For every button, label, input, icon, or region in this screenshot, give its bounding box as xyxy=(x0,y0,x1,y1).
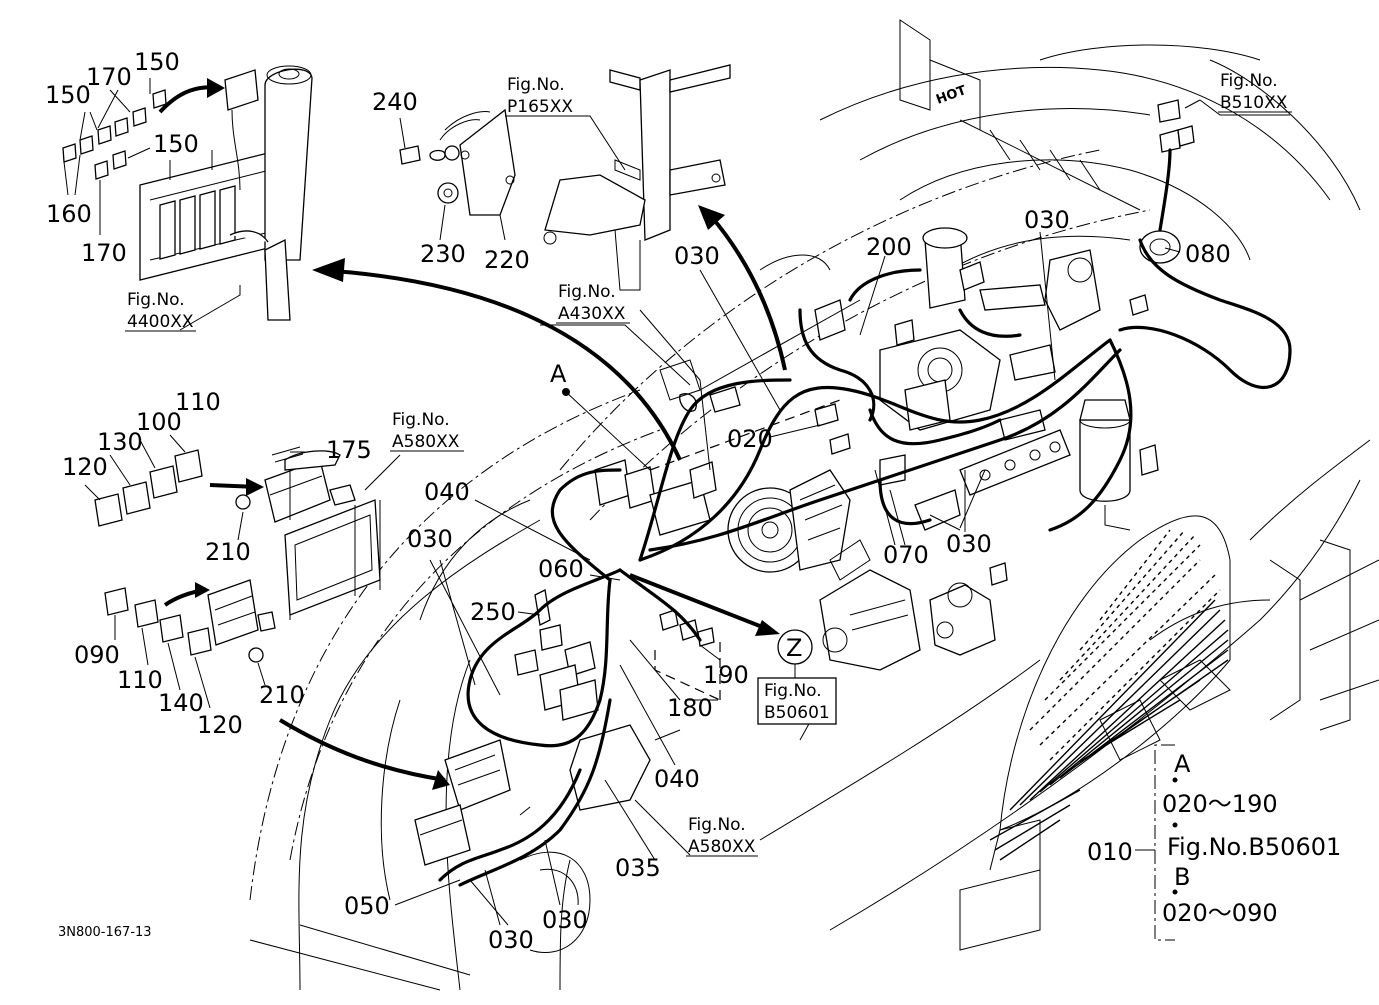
callout-170: 170 xyxy=(86,63,132,91)
callout-250: 250 xyxy=(470,598,516,626)
radiator-grille xyxy=(989,515,1231,861)
callout-160: 160 xyxy=(46,200,92,228)
callout-110: 110 xyxy=(117,666,163,694)
callout-180: 180 xyxy=(667,694,713,722)
legend-group-a-title: A xyxy=(1174,750,1191,778)
bracket-detail xyxy=(399,64,731,291)
fig-ref-p165-label: Fig.No. xyxy=(507,75,565,95)
marker-z: Z xyxy=(786,634,802,662)
callout-120: 120 xyxy=(197,711,243,739)
callout-030: 030 xyxy=(1024,206,1070,234)
hot-warning-tag: HOT xyxy=(934,83,968,108)
callout-210: 210 xyxy=(259,681,305,709)
relay-block-lower xyxy=(444,739,511,811)
callout-100: 100 xyxy=(136,408,182,436)
callout-150: 150 xyxy=(134,48,180,76)
legend-group-a-range: 020～190 xyxy=(1162,790,1278,818)
legend-bracket xyxy=(1135,744,1178,941)
callout-175: 175 xyxy=(326,436,372,464)
callout-030: 030 xyxy=(946,530,992,558)
callout-035: 035 xyxy=(615,854,661,882)
callout-150: 150 xyxy=(153,130,199,158)
legend-bracket-label: 010 xyxy=(1087,838,1133,866)
fig-ref-a580-bottom-label: Fig.No. xyxy=(688,815,746,835)
injection-pump xyxy=(819,569,921,671)
fig-ref-b50601-number: B50601 xyxy=(764,703,830,723)
callout-240: 240 xyxy=(372,88,418,116)
callout-080: 080 xyxy=(1185,240,1231,268)
fig-ref-4400-number: 4400XX xyxy=(127,312,194,332)
callout-020: 020 xyxy=(727,425,773,453)
callout-040: 040 xyxy=(424,478,470,506)
chassis-outlines xyxy=(249,19,1379,991)
fig-ref-b510-label: Fig.No. xyxy=(1220,71,1278,91)
marker-z-circle xyxy=(777,629,813,665)
callout-150: 150 xyxy=(45,81,91,109)
fig-ref-b510-number: B510XX xyxy=(1220,93,1288,113)
callout-210: 210 xyxy=(205,538,251,566)
common-rail xyxy=(959,429,1071,496)
callout-040: 040 xyxy=(654,765,700,793)
leader-lines xyxy=(63,78,1290,926)
document-code: 3N800-167-13 xyxy=(58,925,152,940)
fig-ref-p165: Fig.No. P165XX xyxy=(505,75,580,117)
callout-030: 030 xyxy=(674,242,720,270)
legend: 010 A 020～190 Fig.No.B50601 B 020～090 xyxy=(1087,750,1341,927)
callout-030: 030 xyxy=(542,906,588,934)
fig-ref-p165-number: P165XX xyxy=(507,97,573,117)
fuel-filter xyxy=(1079,419,1131,502)
fig-ref-a580-top: Fig.No. A580XX xyxy=(390,410,464,452)
fig-ref-a430-number: A430XX xyxy=(558,304,626,324)
callout-200: 200 xyxy=(866,233,912,261)
callout-130: 130 xyxy=(97,428,143,456)
fig-ref-a580-bottom: Fig.No. A580XX xyxy=(686,815,758,857)
fuse-box-detail xyxy=(62,65,313,321)
callout-numbers: 150 170 150 150 160 170 240 230 220 030 … xyxy=(45,48,1231,954)
legend-group-b-title: B xyxy=(1174,863,1190,891)
callout-060: 060 xyxy=(538,555,584,583)
fig-ref-a580-top-number: A580XX xyxy=(392,432,460,452)
engine-assembly xyxy=(414,99,1292,887)
relay-cluster-detail xyxy=(94,446,381,663)
callout-190: 190 xyxy=(703,661,749,689)
fig-ref-a580-bottom-number: A580XX xyxy=(688,837,756,857)
fig-ref-4400-label: Fig.No. xyxy=(127,290,185,310)
legend-group-b-range: 020～090 xyxy=(1162,899,1278,927)
legend-group-a-fig: Fig.No.B50601 xyxy=(1167,833,1341,861)
callout-170: 170 xyxy=(81,239,127,267)
fig-ref-a430-label: Fig.No. xyxy=(558,282,616,302)
marker-a: A xyxy=(550,360,567,388)
callout-230: 230 xyxy=(420,240,466,268)
callout-140: 140 xyxy=(158,689,204,717)
pointer-arrows xyxy=(158,78,787,790)
callout-070: 070 xyxy=(883,541,929,569)
callout-030: 030 xyxy=(407,525,453,553)
fig-ref-b50601: Fig.No. B50601 xyxy=(757,677,837,725)
fig-ref-a430: Fig.No. A430XX xyxy=(556,282,630,324)
fig-ref-a580-top-label: Fig.No. xyxy=(392,410,450,430)
callout-220: 220 xyxy=(484,246,530,274)
callout-030: 030 xyxy=(488,926,534,954)
callout-120: 120 xyxy=(62,453,108,481)
callout-090: 090 xyxy=(74,641,120,669)
callout-050: 050 xyxy=(344,892,390,920)
callout-110: 110 xyxy=(175,388,221,416)
fig-ref-4400: Fig.No. 4400XX xyxy=(125,290,196,332)
fig-ref-b50601-label: Fig.No. xyxy=(764,681,822,701)
fig-ref-b510: Fig.No. B510XX xyxy=(1218,71,1292,113)
